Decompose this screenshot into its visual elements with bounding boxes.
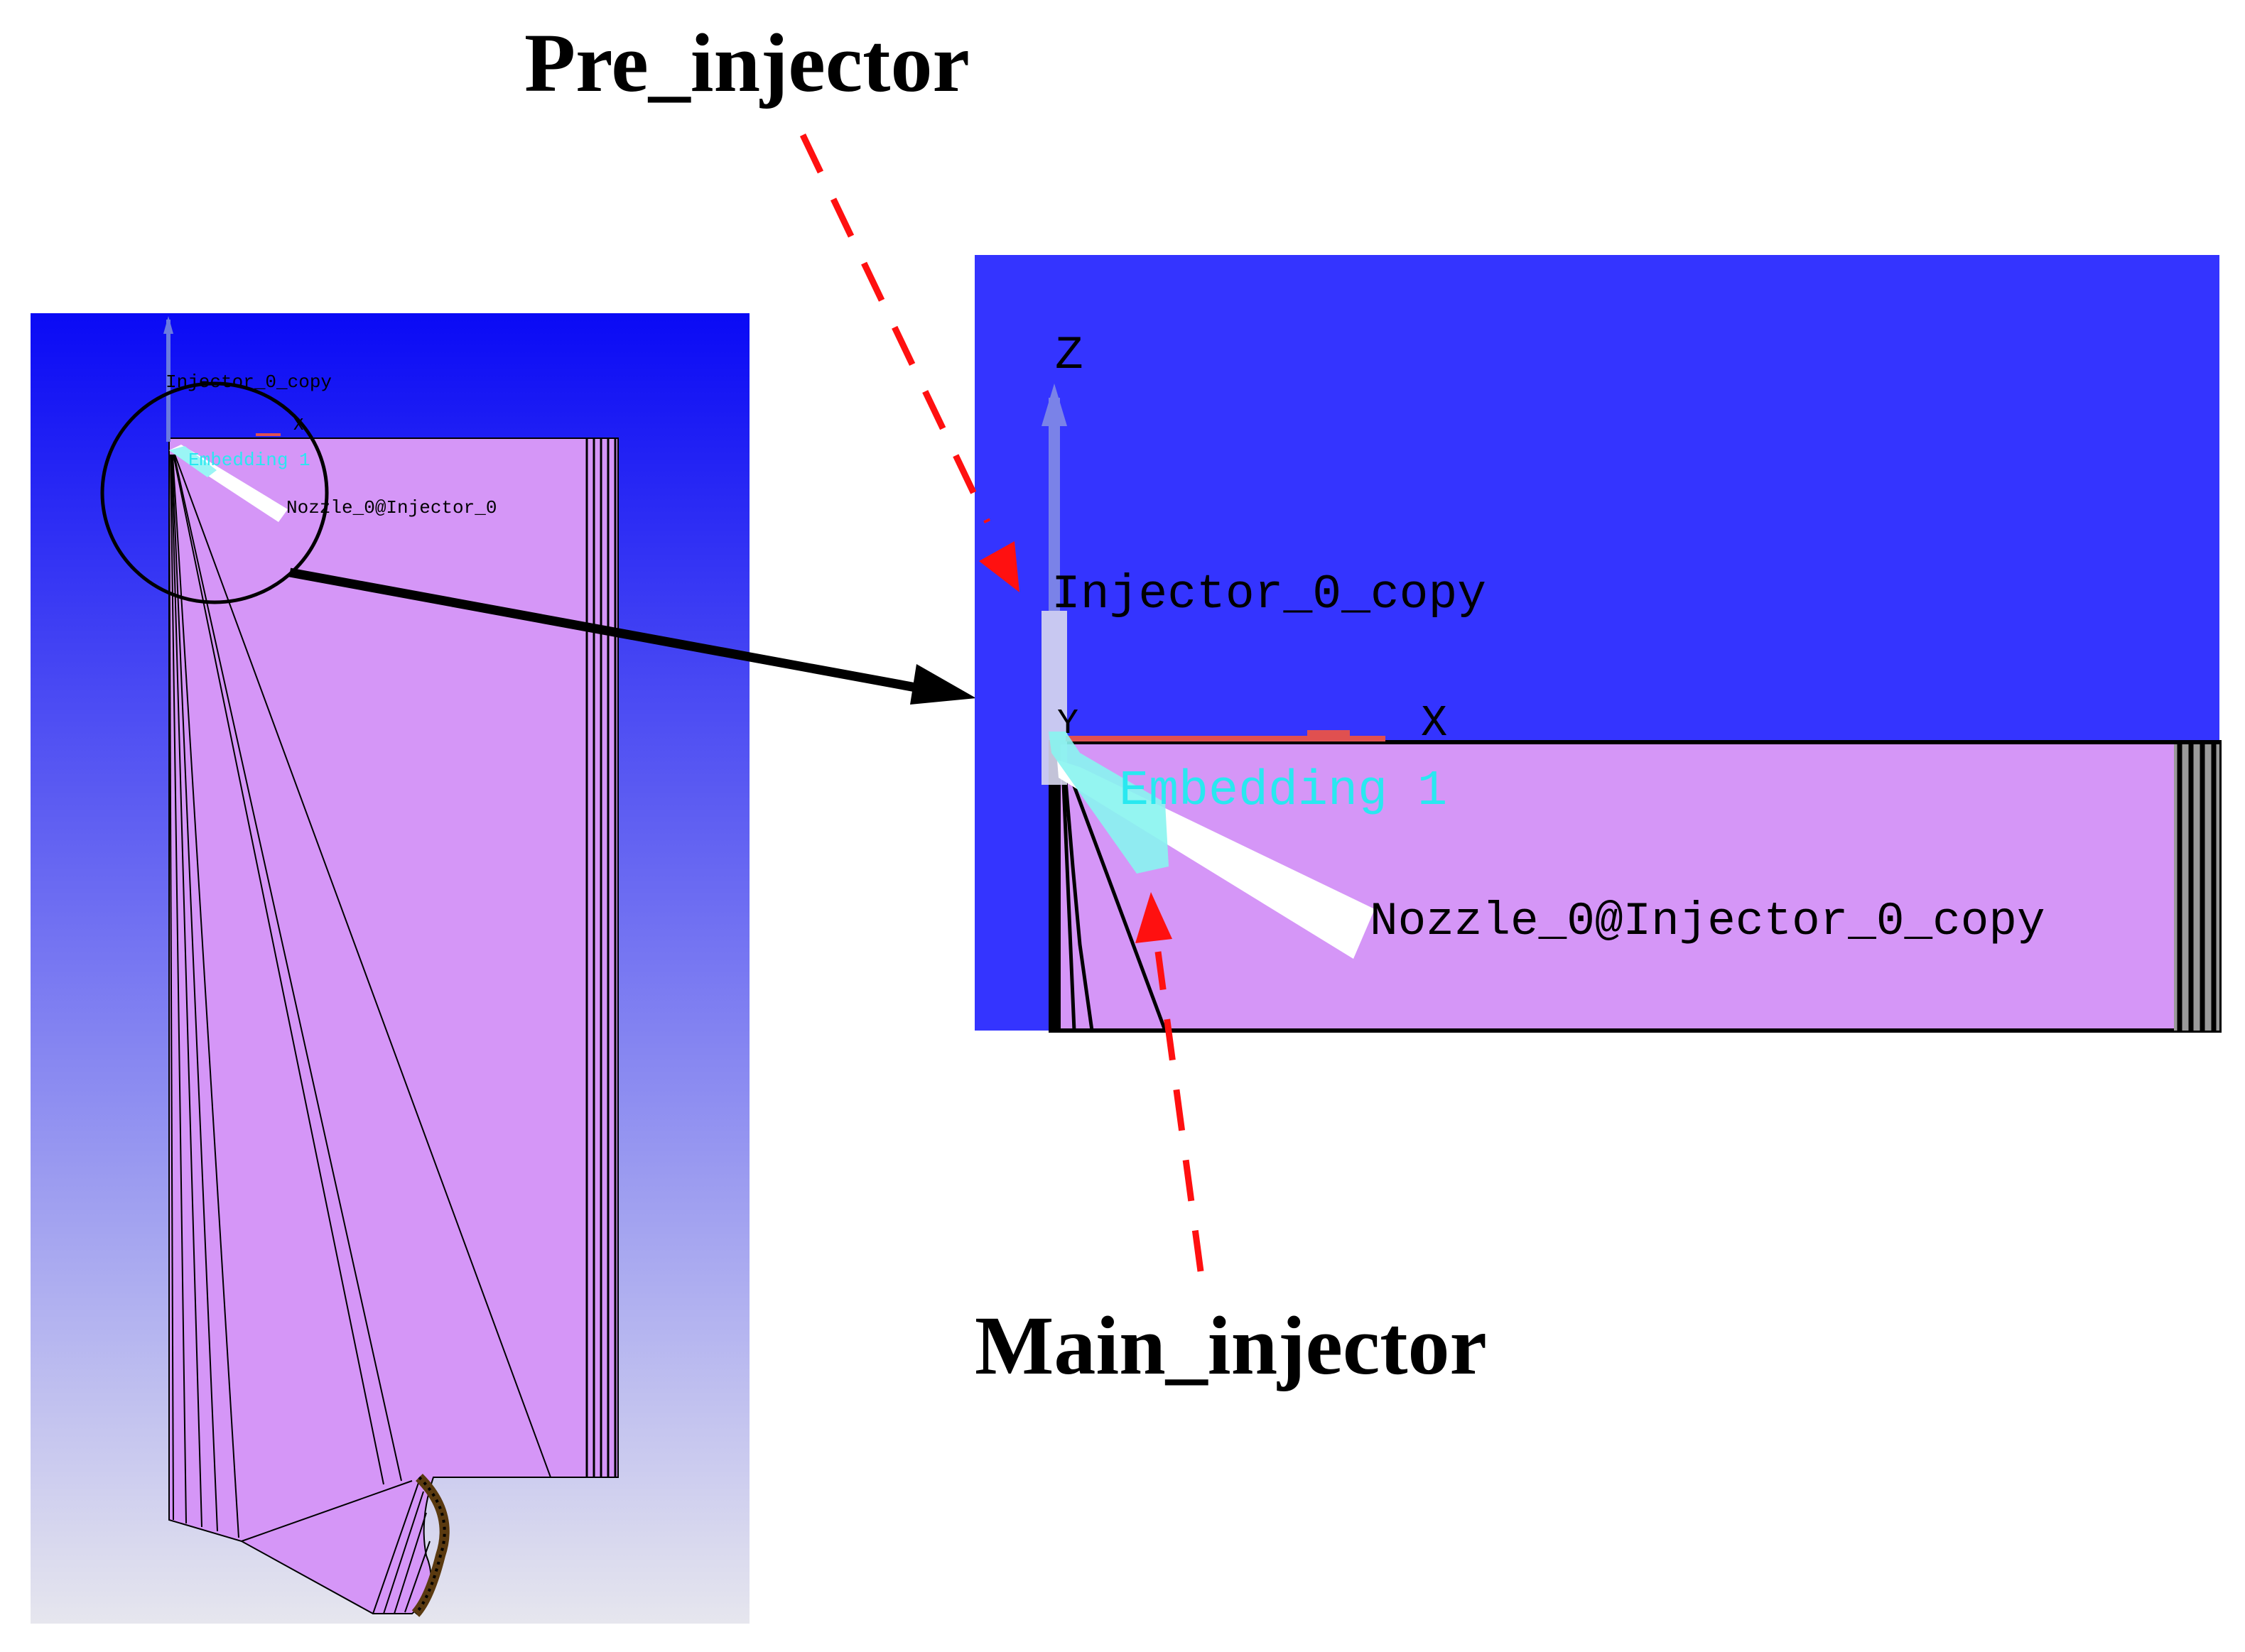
chamber-wall-lines <box>585 438 617 1477</box>
zoom-axis-x-label: X <box>1421 698 1447 749</box>
zoom-nozzle-label: Nozzle_0@Injector_0_copy <box>1370 895 2045 948</box>
zoom-wall-stripes <box>2174 744 2219 1031</box>
zoom-mesh-lines <box>1049 742 1167 1031</box>
z-axis-arrowhead-small <box>163 316 173 334</box>
mesh-fan-lines <box>168 454 551 1614</box>
left-nozzle-label: Nozzle_0@Injector_0 <box>286 497 497 518</box>
zoom-x-axis-marker <box>1307 730 1350 739</box>
left-embedding-label: Embedding 1 <box>188 450 310 471</box>
zoom-spray-plume-cyan <box>1049 732 1169 874</box>
zoom-injector-label: Injector_0_copy <box>1051 567 1486 622</box>
main-injector-arrow <box>1135 892 1204 1272</box>
zoom-view: Z X Y Injector_0_copy Embedding 1 Nozzle… <box>975 255 2222 1033</box>
main-injector-label: Main_injector <box>975 1299 1487 1392</box>
left-spray-plume-cyan <box>169 446 217 477</box>
zoom-axis-z-label: Z <box>1055 329 1083 382</box>
left-viewport: Injector_0_copy X Embedding 1 Nozzle_0@I… <box>31 313 750 1624</box>
chamber-mesh <box>168 438 619 1614</box>
pre-injector-label: Pre_injector <box>524 16 970 109</box>
zoom-pointer-arrow <box>288 567 976 705</box>
pre-injector-arrow <box>799 134 1019 592</box>
zoom-highlight-ellipse <box>100 381 329 604</box>
zoom-embedding-label: Embedding 1 <box>1119 763 1447 820</box>
zoom-z-axis-arrowhead <box>1042 384 1067 426</box>
